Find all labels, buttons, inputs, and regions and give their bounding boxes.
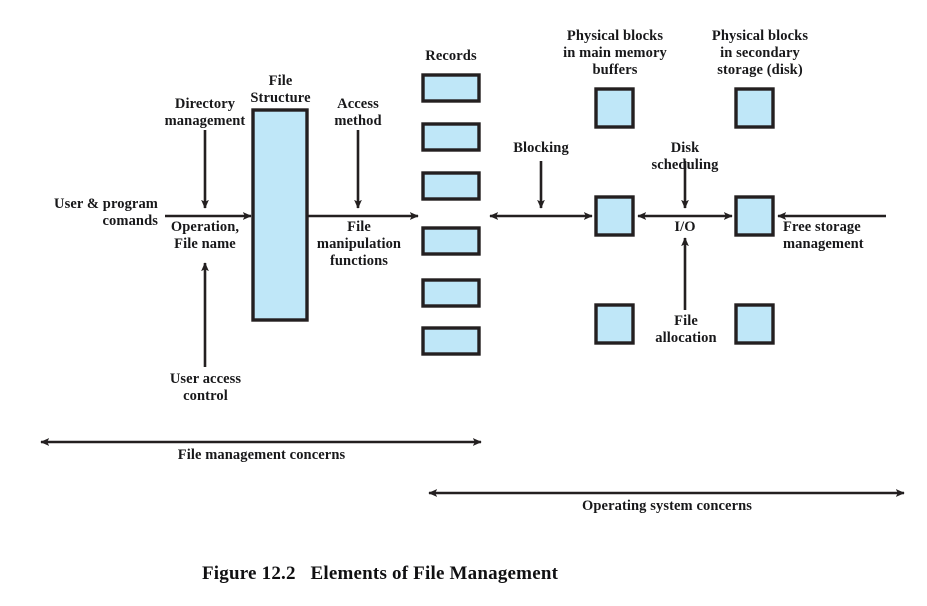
label-file-management-concerns: File management concerns [177,447,346,463]
label-free-storage-management: Free storage management [783,219,864,252]
label-file-structure: File Structure [250,73,311,106]
flow-arrows [165,130,886,367]
box-main-memory-buffer-top [594,87,635,129]
label-access-method: Access method [334,96,382,129]
box-secondary-storage-top [734,87,775,129]
label-operating-system-concerns: Operating system concerns [581,498,753,514]
box-file-structure [251,108,309,322]
box-record [421,326,481,356]
figure-caption: Figure 12.2 Elements of File Management [202,563,559,584]
label-records: Records [425,48,477,64]
box-record [421,278,481,308]
box-record [421,171,481,201]
label-io: I/O [674,219,696,235]
box-record [421,226,481,256]
label-physical-blocks-secondary-storage: Physical blocks in secondary storage (di… [711,28,809,78]
scope-arrows [40,438,905,497]
box-secondary-storage-bottom [734,303,775,345]
label-operation-file-name: Operation, File name [170,219,240,252]
label-disk-scheduling: Disk scheduling [651,140,719,173]
box-record [421,122,481,152]
label-file-manipulation-functions: File manipulation functions [316,219,402,269]
box-main-memory-buffer-bottom [594,303,635,345]
label-user-access-control: User access control [169,371,242,404]
label-blocking: Blocking [513,140,569,156]
box-secondary-storage-middle [734,195,775,237]
box-main-memory-buffer-middle [594,195,635,237]
label-file-allocation: File allocation [655,313,717,346]
box-record [421,73,481,103]
label-user-program-commands: User & program comands [54,196,158,229]
diagram-boxes [251,73,775,356]
label-physical-blocks-main-memory: Physical blocks in main memory buffers [563,28,667,78]
label-directory-management: Directory management [164,96,246,129]
